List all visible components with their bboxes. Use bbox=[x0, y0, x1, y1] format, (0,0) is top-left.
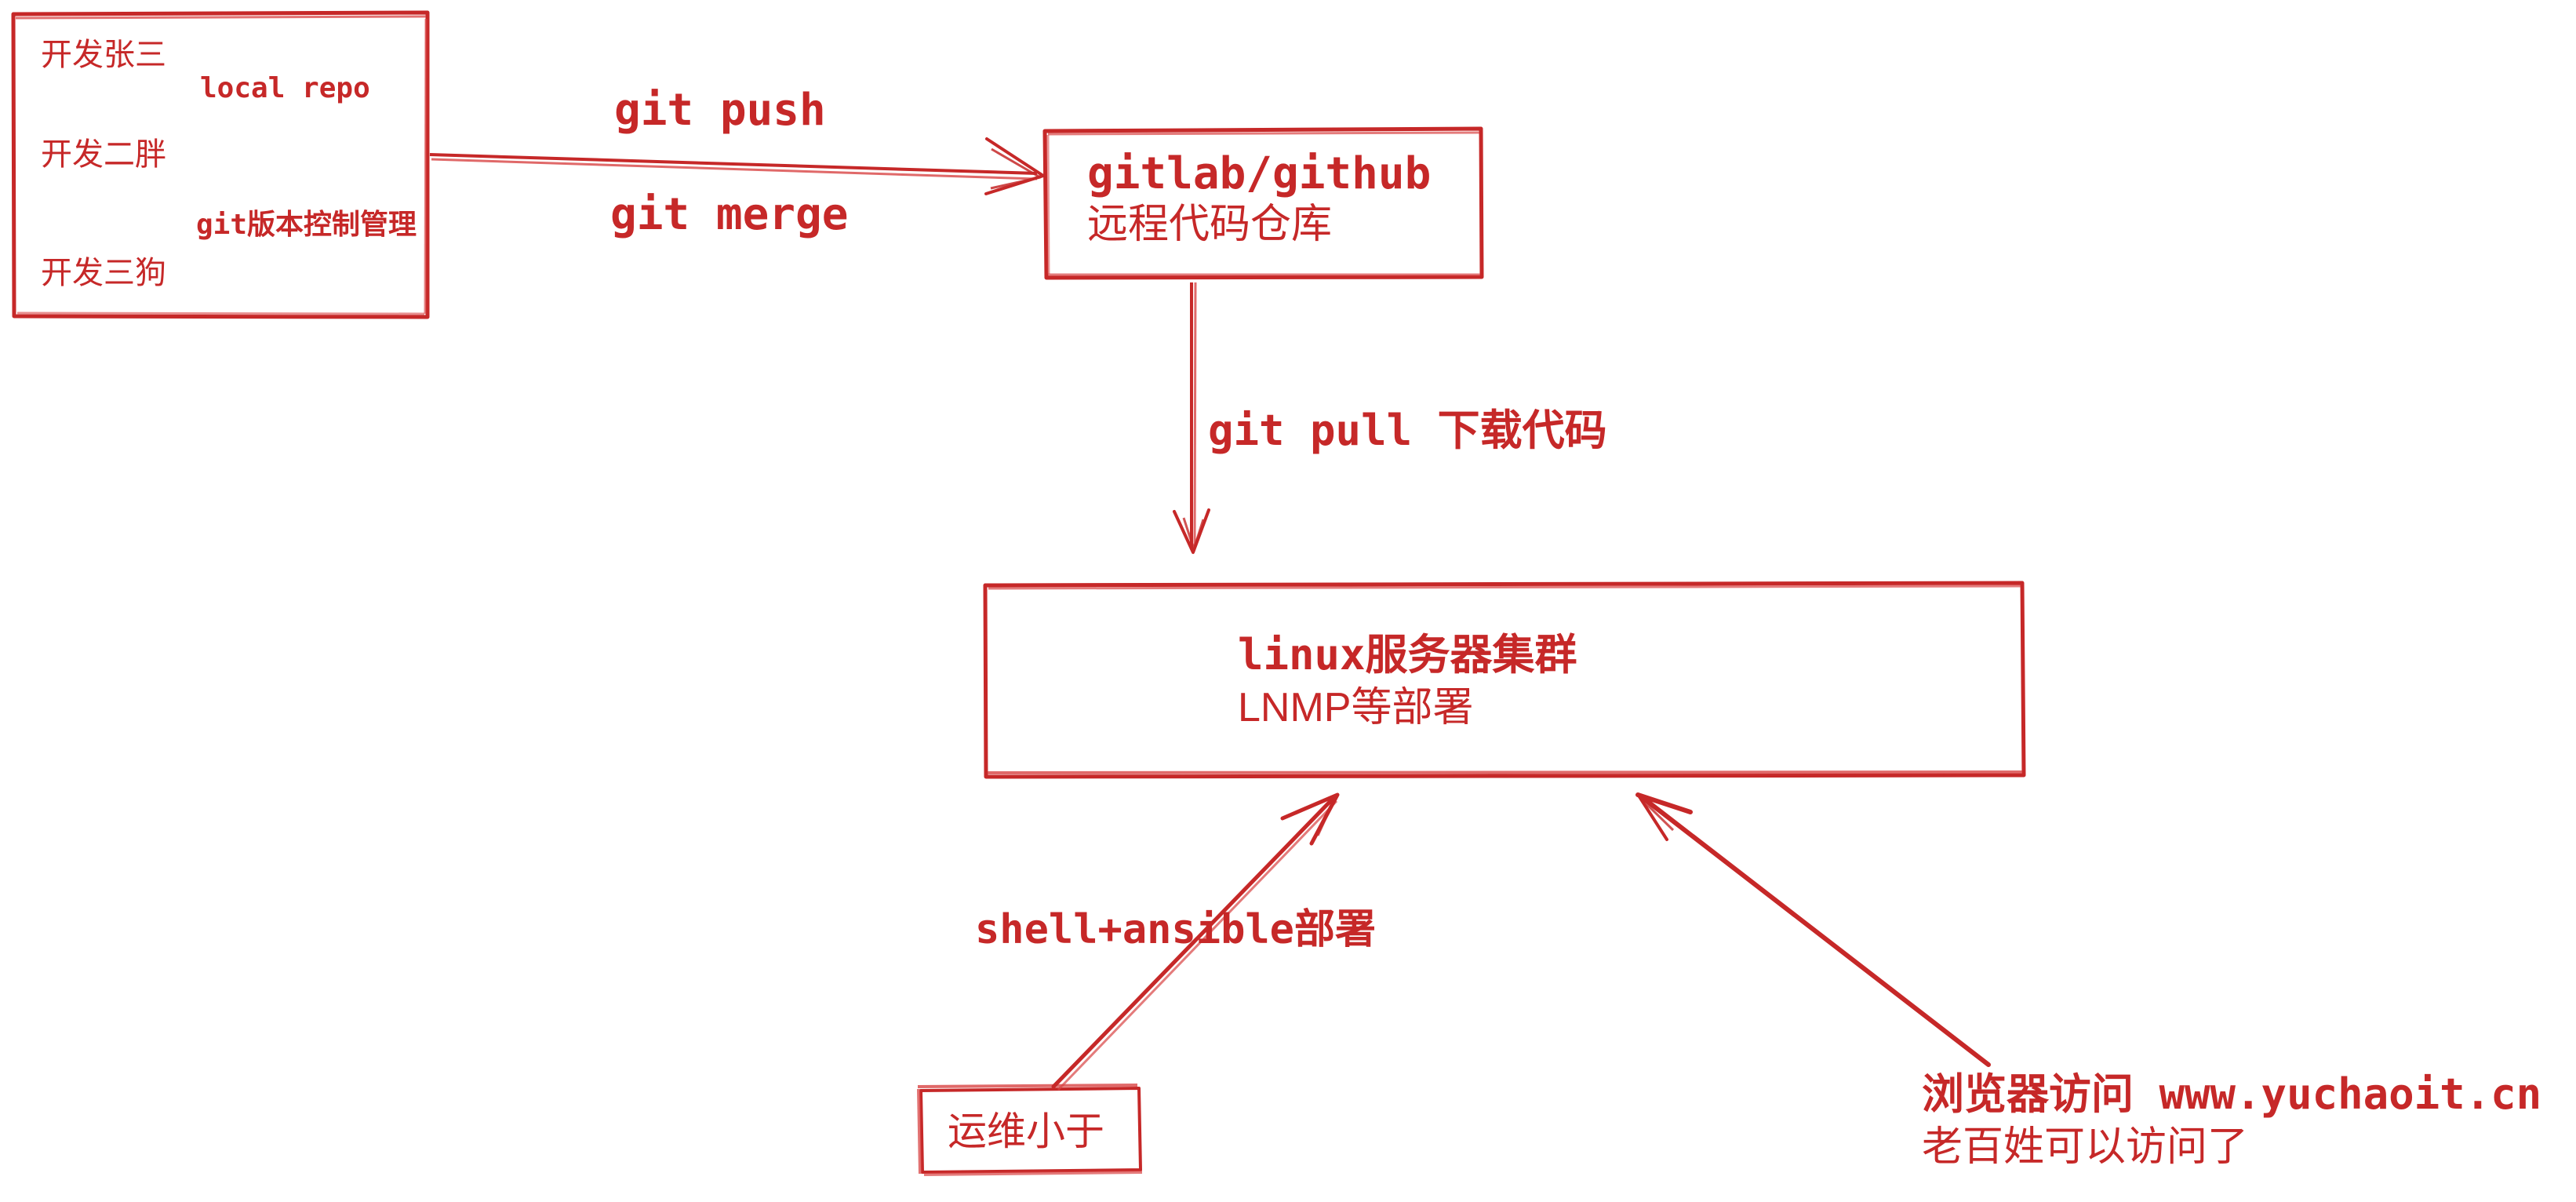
label-git-merge: git merge bbox=[610, 189, 849, 240]
label-developer-2: 开发二胖 bbox=[41, 137, 166, 172]
label-developer-1: 开发张三 bbox=[41, 38, 166, 72]
label-git-version-control: git版本控制管理 bbox=[196, 209, 417, 241]
label-developer-3: 开发三狗 bbox=[41, 256, 166, 290]
label-local-repo: local repo bbox=[200, 72, 370, 104]
label-shell-ansible-deploy: shell+ansible部署 bbox=[975, 906, 1376, 953]
label-git-pull: git pull 下载代码 bbox=[1208, 406, 1607, 455]
arrow-browser-access bbox=[1635, 792, 1991, 1067]
label-linux-cluster-subtitle: LNMP等部署 bbox=[1238, 685, 1474, 730]
label-remote-repo-title: gitlab/github bbox=[1087, 148, 1432, 199]
label-remote-repo-subtitle: 远程代码仓库 bbox=[1087, 202, 1333, 247]
label-linux-cluster-title: linux服务器集群 bbox=[1238, 630, 1577, 679]
arrow-shell-ansible-deploy bbox=[1051, 792, 1340, 1091]
arrow-git-pull bbox=[1173, 282, 1210, 554]
ops-engineer-box[interactable] bbox=[917, 1084, 1143, 1176]
dev-team-box[interactable] bbox=[11, 10, 430, 319]
remote-repo-box[interactable] bbox=[1042, 126, 1484, 280]
label-public-access: 老百姓可以访问了 bbox=[1922, 1124, 2249, 1170]
arrow-git-push bbox=[429, 137, 1045, 195]
label-ops-engineer: 运维小于 bbox=[948, 1109, 1104, 1153]
linux-servers-box[interactable] bbox=[983, 581, 2026, 779]
label-git-push: git push bbox=[614, 85, 826, 136]
label-browser-access-url: 浏览器访问 www.yuchaoit.cn bbox=[1922, 1069, 2542, 1119]
